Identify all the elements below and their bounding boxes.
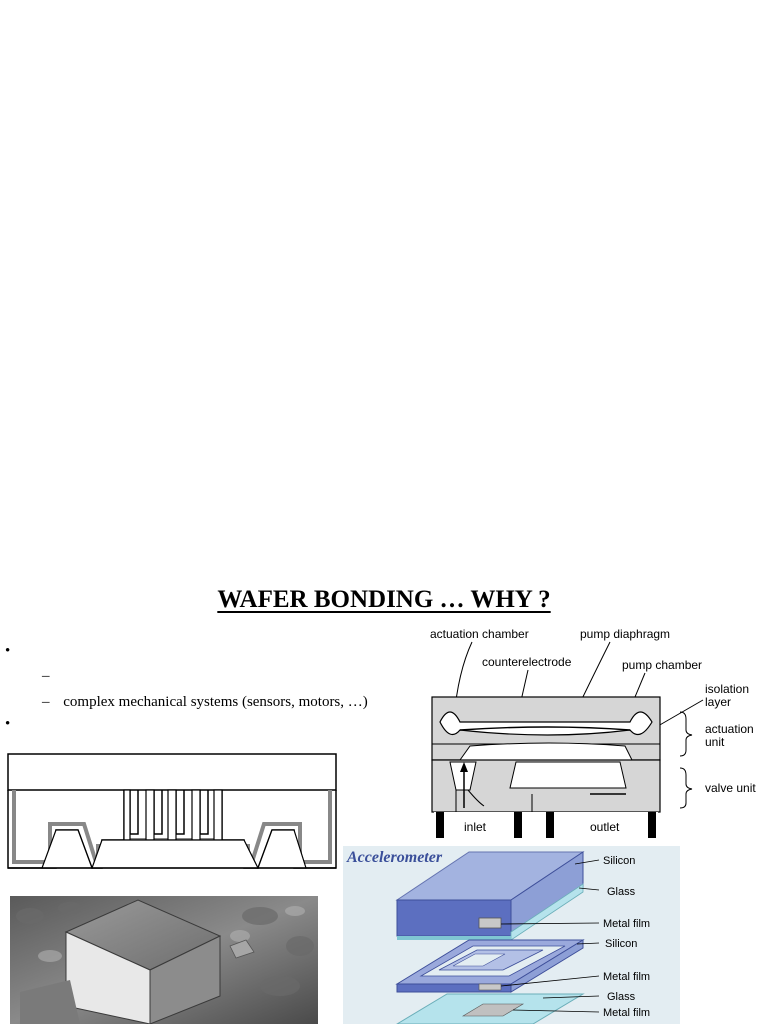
bullet-1: • [5,643,10,660]
sem-photo [10,896,318,1024]
acc-label-glass-2: Glass [607,991,636,1003]
acc-label-silicon-2: Silicon [605,938,637,950]
acc-label-metal-film-2: Metal film [603,971,650,983]
acc-label-silicon-1: Silicon [603,855,635,867]
label-isolation-2: layer [705,695,731,709]
label-pump-chamber: pump chamber [622,658,702,672]
page-title: WAFER BONDING … WHY ? [217,586,551,613]
label-outlet: outlet [590,820,620,834]
bullet-1b: – complex mechanical systems (sensors, m… [42,694,368,711]
label-actuation-unit-2: unit [705,735,725,749]
label-counterelectrode: counterelectrode [482,655,572,669]
label-actuation-chamber: actuation chamber [430,627,529,641]
label-isolation-1: isolation [705,682,749,696]
bullet-1a-marker: – [42,668,50,684]
label-actuation-unit-1: actuation [705,722,754,736]
bullet-2: • [5,716,10,733]
bullet-1b-text: complex mechanical systems (sensors, mot… [63,694,368,710]
accelerometer-title: Accelerometer [346,849,443,866]
bullet-1-marker: • [5,643,11,659]
accelerometer-diagram: Accelerometer Silicon Glass Metal film S… [343,846,680,1024]
wafer-cross-section-diagram [7,753,337,869]
micropump-diagram: actuation chamber pump diaphragm counter… [430,627,756,838]
bullet-2-marker: • [5,716,11,732]
bullet-1b-marker: – [42,694,50,710]
acc-label-metal-film-1: Metal film [603,918,650,930]
acc-label-glass-1: Glass [607,886,636,898]
label-inlet: inlet [464,820,487,834]
label-pump-diaphragm: pump diaphragm [580,627,670,641]
label-valve-unit: valve unit [705,781,756,795]
bullet-1a: – [42,668,50,685]
acc-label-metal-film-3: Metal film [603,1007,650,1019]
